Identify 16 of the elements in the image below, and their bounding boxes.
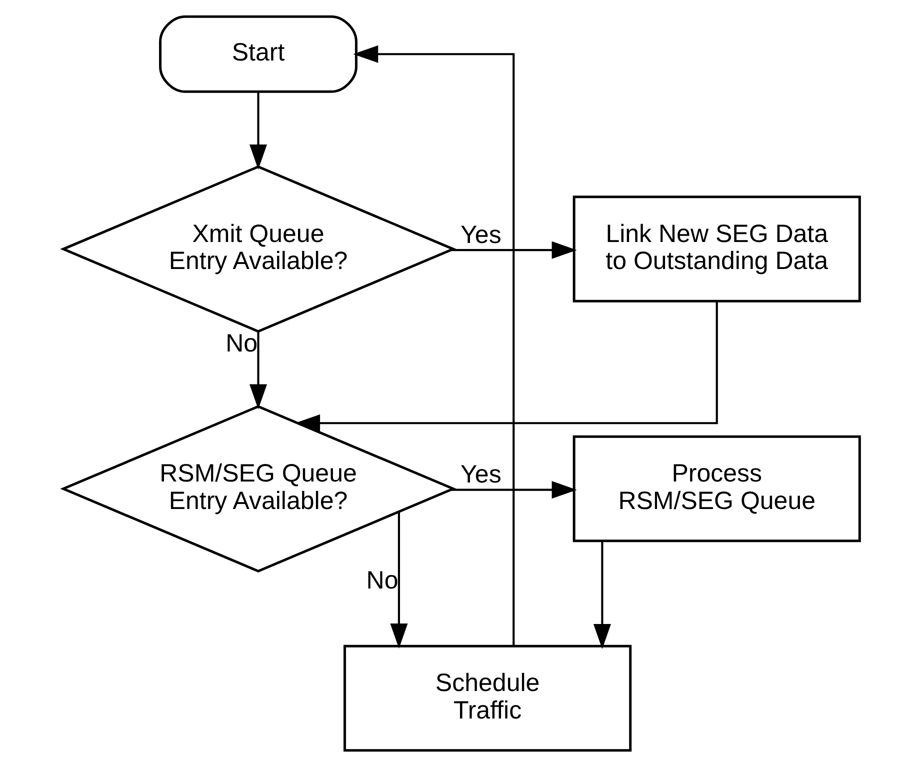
node-diamond: Xmit Queue Entry Available?	[60, 165, 456, 333]
node-box: Schedule Traffic	[343, 644, 632, 752]
arrow	[294, 301, 718, 432]
arrow	[352, 45, 514, 646]
arrow	[248, 332, 267, 410]
node-box: Process RSM/SEG Queue	[572, 435, 860, 542]
edge-label: Yes	[460, 460, 501, 489]
arrow	[390, 512, 408, 648]
arrow	[450, 241, 576, 259]
arrow	[592, 541, 610, 650]
arrow	[450, 481, 576, 499]
node-box: Link New SEG Data to Outstanding Data	[572, 196, 860, 302]
arrow	[248, 92, 267, 170]
node-box: Start	[158, 15, 357, 93]
edge-label: Yes	[460, 220, 501, 249]
node-diamond: RSM/SEG Queue Entry Available?	[60, 405, 456, 572]
